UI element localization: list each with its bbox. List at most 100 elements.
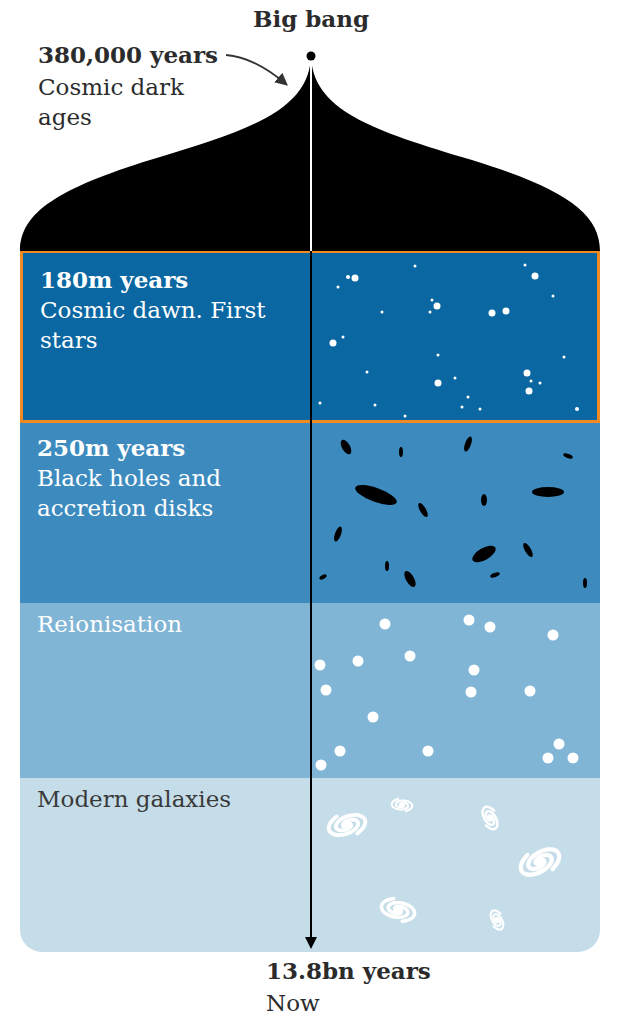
black-hole (332, 525, 343, 542)
black-hole (399, 447, 403, 457)
star (330, 340, 337, 347)
bubble (469, 665, 480, 676)
star (461, 406, 464, 409)
black-hole (521, 542, 534, 559)
era-name: Black holes and accretion disks (37, 463, 277, 523)
star (429, 311, 432, 314)
star (524, 370, 531, 377)
stars (319, 264, 580, 418)
big-bang-dot (307, 52, 316, 61)
star (346, 275, 350, 279)
era-label: Now (266, 988, 320, 1018)
star (467, 396, 470, 399)
bubble (335, 746, 346, 757)
galaxy-arm (480, 804, 500, 827)
star (352, 275, 359, 282)
era-time: 250m years (37, 433, 277, 463)
star (337, 286, 340, 289)
era-name: Reionisation (37, 609, 277, 639)
galaxy-arm (334, 811, 369, 840)
bubble (466, 687, 477, 698)
star (414, 265, 417, 268)
bubble (316, 760, 327, 771)
galaxy-arm (516, 845, 555, 880)
black-hole (385, 561, 389, 571)
era-label: Cosmic dark ages (38, 72, 238, 132)
spiral-galaxy (487, 908, 508, 932)
leader-arrow (226, 55, 286, 84)
star (503, 308, 510, 315)
galaxy-arm (380, 897, 410, 919)
spiral-galaxy (380, 897, 417, 923)
bubble (380, 619, 391, 630)
era-name: Modern galaxies (37, 784, 277, 814)
bubble (568, 753, 579, 764)
spiral-galaxy (326, 808, 369, 842)
galaxy-core (533, 856, 547, 868)
star (374, 404, 377, 407)
black-holes (319, 435, 587, 588)
era-time: 180m years (40, 265, 280, 295)
bubble (368, 712, 379, 723)
star (539, 382, 542, 385)
star (434, 303, 441, 310)
star (435, 380, 442, 387)
star (404, 415, 407, 418)
black-hole (563, 452, 574, 459)
star (526, 388, 533, 395)
galaxy-core (486, 814, 493, 822)
black-hole (490, 571, 501, 578)
black-hole (339, 438, 354, 456)
time-label: Big bang (253, 4, 369, 34)
bubble (543, 753, 554, 764)
bubble (525, 686, 536, 697)
axis-arrow-head (305, 937, 317, 949)
galaxies (326, 799, 564, 932)
era-band: Modern galaxies (20, 778, 600, 952)
dark-ages-dome (20, 52, 600, 251)
bubble (423, 746, 434, 757)
spiral-galaxy (478, 804, 502, 832)
star (366, 371, 369, 374)
star (575, 407, 579, 411)
galaxy-arm (480, 809, 500, 832)
time-axis (310, 251, 312, 940)
time-label: 380,000 years (38, 40, 218, 70)
bubble (321, 685, 332, 696)
black-hole (583, 578, 587, 588)
star (454, 377, 457, 380)
star (437, 354, 440, 357)
era-band: Reionisation (20, 603, 600, 778)
bubble (485, 622, 496, 633)
bubble (554, 739, 565, 750)
star (431, 299, 434, 302)
star (532, 273, 539, 280)
bubble (464, 615, 475, 626)
star (552, 295, 555, 298)
star (563, 356, 566, 359)
ionised-bubbles (315, 615, 579, 771)
bubble (315, 660, 326, 671)
time-axis (310, 57, 312, 251)
star (489, 310, 496, 317)
galaxy-core (494, 917, 500, 924)
time-label: 13.8bn years (266, 956, 431, 986)
black-hole (532, 487, 564, 497)
star (381, 311, 384, 314)
galaxy-arm (488, 908, 505, 927)
bubble (548, 630, 559, 641)
era-band: 180m yearsCosmic dawn. First stars (20, 250, 600, 423)
galaxy-arm (326, 810, 361, 839)
galaxy-core (341, 820, 354, 830)
black-hole (481, 494, 487, 506)
galaxy-core (399, 803, 405, 807)
galaxy-core (393, 906, 404, 914)
black-hole (353, 481, 399, 509)
black-hole (470, 542, 499, 565)
black-hole (462, 435, 473, 452)
star (530, 380, 533, 383)
star (342, 336, 345, 339)
galaxy-arm (386, 901, 416, 923)
star (524, 264, 527, 267)
